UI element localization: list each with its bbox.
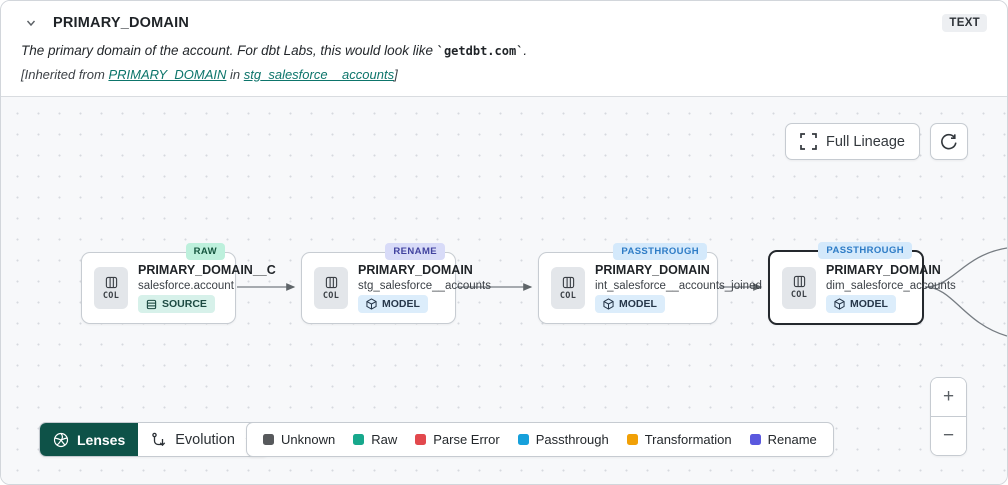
- legend-label: Parse Error: [433, 432, 500, 447]
- zoom-in-button[interactable]: +: [931, 378, 966, 416]
- inherited-from-line: [Inherited from PRIMARY_DOMAIN in stg_sa…: [21, 67, 987, 82]
- model-cube-icon: [603, 298, 614, 310]
- description-text: The primary domain of the account. For d…: [21, 43, 437, 58]
- column-description: The primary domain of the account. For d…: [21, 43, 987, 58]
- legend-swatch: [415, 434, 427, 445]
- legend-label: Unknown: [281, 432, 336, 447]
- legend-swatch: [517, 434, 529, 445]
- zoom-controls: + −: [930, 377, 967, 456]
- column-type-badge: TEXT: [942, 14, 987, 32]
- column-icon: [562, 276, 575, 289]
- inherited-prefix: [Inherited from: [21, 67, 109, 82]
- node-title: PRIMARY_DOMAIN__C: [138, 263, 276, 277]
- evolution-route-icon: [151, 432, 166, 448]
- chevron-down-icon: [25, 17, 37, 29]
- full-lineage-button[interactable]: Full Lineage: [785, 123, 920, 160]
- resource-tag: MODEL: [826, 294, 896, 313]
- node-subtitle: int_salesforce__accounts_joined: [595, 280, 762, 292]
- resource-label: MODEL: [619, 298, 657, 310]
- node-subtitle: stg_salesforce__accounts: [358, 280, 491, 292]
- legend-item-parse-error: Parse Error: [415, 432, 500, 447]
- node-status-badge: PASSTHROUGH: [818, 242, 912, 259]
- lineage-node-int[interactable]: PASSTHROUGH COL PRIMARY_DOMAIN int_sales…: [538, 243, 762, 324]
- column-icon: [325, 276, 338, 289]
- lenses-label: Lenses: [77, 431, 126, 448]
- node-title: PRIMARY_DOMAIN: [826, 262, 941, 277]
- column-chip: COL: [551, 267, 585, 309]
- node-status-badge: PASSTHROUGH: [613, 243, 707, 260]
- description-code: `getdbt.com`: [436, 44, 524, 58]
- legend-item-rename: Rename: [749, 432, 817, 447]
- refresh-icon: [940, 133, 958, 151]
- source-table-icon: [146, 299, 157, 310]
- resource-label: SOURCE: [162, 298, 207, 310]
- description-period: .: [523, 43, 528, 58]
- lens-dropdown-value: Evolution: [175, 431, 235, 448]
- minus-icon: −: [942, 425, 955, 446]
- node-title: PRIMARY_DOMAIN: [595, 263, 710, 277]
- zoom-out-button[interactable]: −: [931, 417, 966, 455]
- lineage-node-dim-selected[interactable]: PASSTHROUGH COL PRIMARY_DOMAIN dim_sales…: [768, 242, 956, 325]
- lens-legend: Unknown Raw Parse Error Passthrough Tran…: [246, 422, 834, 457]
- expand-icon: [800, 133, 817, 150]
- refresh-button[interactable]: [930, 123, 968, 160]
- legend-item-unknown: Unknown: [263, 432, 335, 447]
- model-cube-icon: [834, 297, 845, 310]
- node-subtitle: dim_salesforce_accounts: [826, 279, 956, 292]
- column-chip: COL: [314, 267, 348, 309]
- lineage-canvas[interactable]: Full Lineage RAW COL PRIMARY_DOMAIN__C s: [1, 96, 1007, 484]
- resource-label: MODEL: [382, 298, 420, 310]
- legend-swatch: [749, 434, 761, 445]
- col-chip-label: COL: [559, 290, 577, 301]
- full-lineage-label: Full Lineage: [826, 133, 905, 150]
- collapse-chevron-button[interactable]: [21, 13, 41, 33]
- zoom-divider: [931, 416, 966, 417]
- column-chip: COL: [94, 267, 128, 309]
- header: PRIMARY_DOMAIN TEXT The primary domain o…: [1, 1, 1007, 96]
- legend-swatch: [626, 434, 638, 445]
- legend-item-raw: Raw: [353, 432, 397, 447]
- resource-tag: MODEL: [358, 295, 428, 313]
- legend-swatch: [263, 434, 274, 445]
- column-icon: [793, 275, 806, 288]
- plus-icon: +: [942, 386, 955, 407]
- column-icon: [105, 276, 118, 289]
- legend-label: Rename: [767, 432, 817, 447]
- legend-swatch: [353, 434, 365, 445]
- inherited-middle: in: [226, 67, 244, 82]
- inherited-model-link[interactable]: stg_salesforce__accounts: [243, 67, 395, 82]
- lineage-node-source[interactable]: RAW COL PRIMARY_DOMAIN__C salesforce.acc…: [81, 243, 276, 324]
- model-cube-icon: [366, 298, 377, 310]
- lineage-node-stg[interactable]: RENAME COL PRIMARY_DOMAIN stg_salesforce…: [301, 243, 491, 324]
- resource-tag: SOURCE: [138, 295, 215, 313]
- legend-item-transformation: Transformation: [626, 432, 732, 447]
- legend-label: Transformation: [644, 432, 732, 447]
- inherited-column-link[interactable]: PRIMARY_DOMAIN: [108, 67, 227, 82]
- lenses-control: Lenses Evolution: [39, 422, 269, 457]
- col-chip-label: COL: [102, 290, 120, 301]
- resource-label: MODEL: [850, 297, 888, 310]
- inherited-suffix: ]: [394, 67, 398, 82]
- node-subtitle: salesforce.account: [138, 280, 234, 292]
- col-chip-label: COL: [322, 290, 340, 301]
- page-title: PRIMARY_DOMAIN: [53, 15, 189, 31]
- column-chip: COL: [782, 266, 816, 309]
- legend-label: Passthrough: [535, 432, 609, 447]
- legend-item-passthrough: Passthrough: [517, 432, 609, 447]
- col-chip-label: COL: [790, 290, 808, 300]
- resource-tag: MODEL: [595, 295, 665, 313]
- lenses-aperture-icon: [53, 432, 69, 448]
- node-status-badge: RENAME: [385, 243, 445, 260]
- node-status-badge: RAW: [185, 243, 225, 260]
- node-title: PRIMARY_DOMAIN: [358, 263, 473, 277]
- lenses-button[interactable]: Lenses: [40, 423, 139, 456]
- legend-label: Raw: [371, 432, 398, 447]
